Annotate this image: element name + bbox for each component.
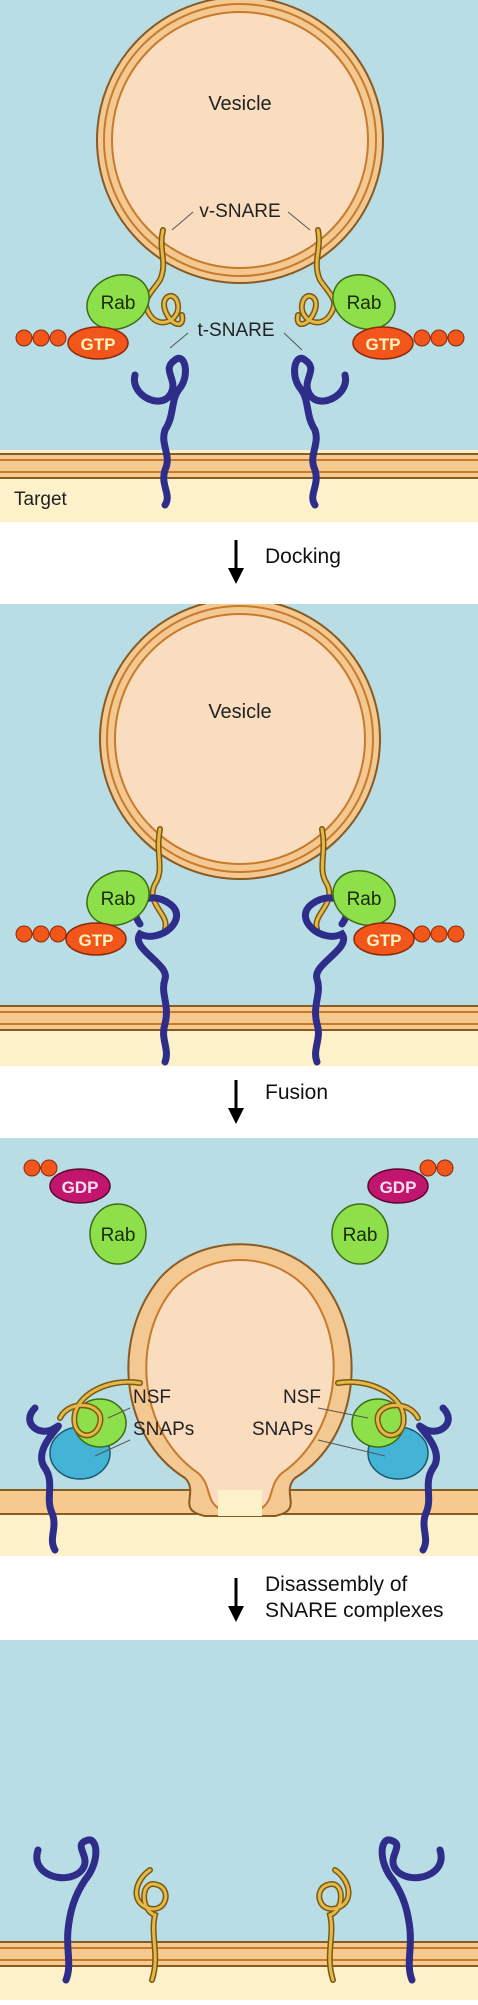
panel-fusion: GDP Rab GDP Rab NSF SNAPs NSF SNAPs bbox=[0, 1138, 478, 1556]
gtp-right bbox=[353, 922, 415, 956]
gtp-label-left: GTP bbox=[81, 335, 116, 354]
phosphate-chain-right bbox=[413, 329, 465, 347]
vesicle bbox=[96, 0, 384, 284]
phosphate-chain-left bbox=[23, 1159, 58, 1177]
step-docking: Docking bbox=[0, 530, 478, 590]
rab-protein-left bbox=[89, 1203, 147, 1265]
t-snare-left bbox=[33, 1836, 100, 1984]
rab-label-left: Rab bbox=[101, 293, 136, 314]
phosphate-chain-left bbox=[15, 329, 67, 347]
nsf-pointer-right bbox=[317, 1407, 369, 1419]
fused-vesicle bbox=[127, 1243, 353, 1517]
step-disassembly-label-line2: SNARE complexes bbox=[265, 1599, 444, 1622]
rab-protein-right bbox=[332, 870, 396, 926]
t-snare-right bbox=[378, 1836, 445, 1984]
snare-complex-left bbox=[131, 826, 180, 1066]
rab-protein-left bbox=[86, 870, 150, 926]
nsf-label-left: NSF bbox=[133, 1387, 171, 1408]
down-arrow-icon bbox=[228, 540, 244, 584]
v-snare-pointer-right bbox=[287, 211, 311, 231]
target-membrane bbox=[0, 1005, 478, 1031]
t-snare-right bbox=[291, 354, 349, 509]
rab-label-right: Rab bbox=[343, 1225, 378, 1246]
vesicle-label: Vesicle bbox=[208, 93, 271, 115]
nsf-pointer-left bbox=[107, 1407, 131, 1419]
snare-complex-left bbox=[26, 1379, 143, 1554]
t-snare-pointer-left bbox=[169, 332, 189, 349]
nsf-label-right: NSF bbox=[283, 1387, 321, 1408]
panel-disassembled bbox=[0, 1640, 478, 2000]
target-label: Target bbox=[14, 489, 68, 510]
gtp-label-right: GTP bbox=[367, 931, 402, 950]
rab-label-left: Rab bbox=[101, 889, 136, 910]
rab-protein-right bbox=[332, 274, 396, 330]
step-docking-label: Docking bbox=[265, 545, 341, 568]
snare-complex-right bbox=[335, 1379, 452, 1554]
step-fusion: Fusion bbox=[0, 1070, 478, 1130]
snare-complex-right bbox=[302, 826, 351, 1066]
vesicle-label: Vesicle bbox=[208, 701, 271, 723]
down-arrow-icon bbox=[228, 1578, 244, 1622]
v-snare-label: v-SNARE bbox=[199, 201, 280, 222]
target-membrane bbox=[0, 453, 478, 479]
panel-docked: Vesicle Rab GTP Rab GTP bbox=[0, 598, 478, 1066]
step-fusion-label: Fusion bbox=[265, 1081, 329, 1104]
snaps-label-right: SNAPs bbox=[252, 1419, 313, 1440]
v-snare-pointer-left bbox=[171, 211, 194, 231]
down-arrow-icon bbox=[228, 1080, 244, 1124]
panel-before-docking: Vesicle v-SNARE Rab GTP Rab GTP t-SNARE … bbox=[0, 0, 478, 522]
snaps-pointer-right bbox=[317, 1439, 386, 1457]
rab-protein-right bbox=[331, 1203, 389, 1265]
v-snare-right bbox=[294, 227, 338, 327]
t-snare-label: t-SNARE bbox=[197, 320, 274, 341]
target-membrane bbox=[0, 1941, 478, 1967]
phosphate-chain-right bbox=[419, 1159, 454, 1177]
v-snare-right bbox=[316, 1867, 352, 1983]
rab-protein-left bbox=[86, 274, 150, 330]
gtp-left bbox=[65, 922, 127, 956]
gtp-label-right: GTP bbox=[366, 335, 401, 354]
snaps-label-left: SNAPs bbox=[133, 1419, 194, 1440]
t-snare-pointer-right bbox=[283, 332, 303, 351]
v-snare-left bbox=[142, 227, 186, 327]
gdp-label-left: GDP bbox=[62, 1178, 99, 1197]
rab-label-left: Rab bbox=[101, 1225, 136, 1246]
vesicle bbox=[99, 598, 381, 880]
gdp-label-right: GDP bbox=[380, 1178, 417, 1197]
rab-label-right: Rab bbox=[347, 293, 382, 314]
t-snare-left bbox=[131, 354, 189, 509]
step-disassembly: Disassembly of SNARE complexes bbox=[0, 1562, 478, 1632]
snaps-pointer-left bbox=[94, 1439, 131, 1457]
v-snare-left bbox=[133, 1867, 169, 1983]
gtp-label-left: GTP bbox=[79, 931, 114, 950]
phosphate-chain-right bbox=[413, 925, 465, 943]
rab-label-right: Rab bbox=[347, 889, 382, 910]
phosphate-chain-left bbox=[15, 925, 67, 943]
cytosol-background bbox=[0, 1640, 478, 2000]
gtp-right bbox=[352, 326, 414, 360]
gtp-left bbox=[67, 326, 129, 360]
gdp-left bbox=[49, 1168, 111, 1204]
step-disassembly-label-line1: Disassembly of bbox=[265, 1573, 408, 1596]
gdp-right bbox=[367, 1168, 429, 1204]
